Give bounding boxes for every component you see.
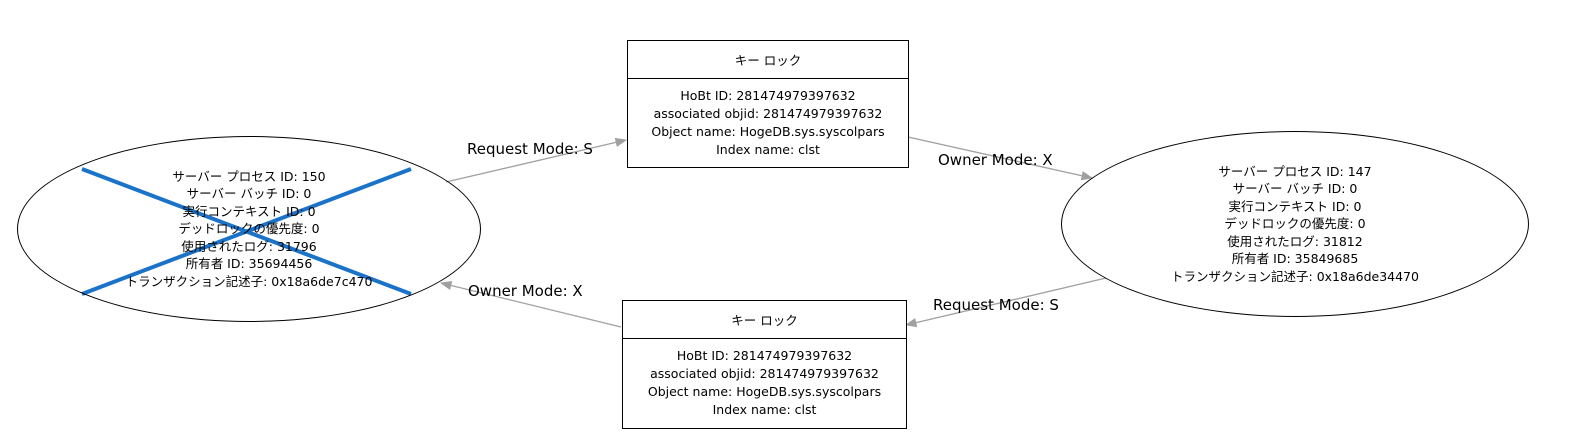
process-line: 使用されたログ: 31812	[1227, 233, 1363, 249]
process-line: 実行コンテキスト ID: 0	[1228, 198, 1362, 214]
process-line: 所有者 ID: 35849685	[1231, 251, 1359, 267]
edge-victim-to-top-lock	[445, 137, 628, 183]
key-lock-line: Object name: HogeDB.sys.syscolpars	[651, 124, 885, 139]
key-lock-line: HoBt ID: 281474979397632	[680, 88, 856, 103]
edge-label-request-mode: Request Mode: S	[467, 140, 593, 158]
key-lock-details: HoBt ID: 281474979397632 associated obji…	[623, 339, 906, 419]
process-line: トランザクション記述子: 0x18a6de7c470	[125, 273, 373, 289]
process-line: デッドロックの優先度: 0	[178, 221, 320, 237]
key-lock-line: HoBt ID: 281474979397632	[676, 348, 853, 363]
edge-label-request-mode: Request Mode: S	[933, 296, 1059, 314]
process-line: サーバー バッチ ID: 0	[186, 186, 312, 202]
key-lock-node-top[interactable]: キー ロック HoBt ID: 281474979397632 associat…	[627, 40, 909, 168]
process-line: サーバー バッチ ID: 0	[1232, 181, 1358, 197]
edge-top-lock-to-other	[907, 136, 1094, 181]
key-lock-line: Index name: clst	[716, 142, 820, 157]
process-info-victim: サーバー プロセス ID: 150 サーバー バッチ ID: 0 実行コンテキス…	[126, 168, 373, 291]
key-lock-title: キー ロック	[628, 41, 908, 79]
process-node-victim[interactable]: サーバー プロセス ID: 150 サーバー バッチ ID: 0 実行コンテキス…	[17, 136, 481, 322]
key-lock-line: associated objid: 281474979397632	[653, 106, 883, 121]
process-line: トランザクション記述子: 0x18a6de34470	[1171, 268, 1419, 284]
process-node-other[interactable]: サーバー プロセス ID: 147 サーバー バッチ ID: 0 実行コンテキス…	[1061, 131, 1529, 317]
process-line: サーバー プロセス ID: 150	[172, 168, 326, 184]
key-lock-line: associated objid: 281474979397632	[650, 366, 879, 381]
edge-label-owner-mode: Owner Mode: X	[468, 282, 583, 300]
key-lock-details: HoBt ID: 281474979397632 associated obji…	[628, 79, 908, 159]
key-lock-node-bottom[interactable]: キー ロック HoBt ID: 281474979397632 associat…	[622, 300, 907, 429]
key-lock-line: Index name: clst	[712, 402, 817, 417]
process-line: 実行コンテキスト ID: 0	[182, 203, 316, 219]
edge-bottom-lock-to-victim	[439, 280, 622, 328]
edge-other-to-bottom-lock	[904, 277, 1107, 328]
process-info-other: サーバー プロセス ID: 147 サーバー バッチ ID: 0 実行コンテキス…	[1171, 163, 1419, 286]
process-line: 所有者 ID: 35694456	[185, 256, 313, 272]
key-lock-line: Object name: HogeDB.sys.syscolpars	[647, 384, 882, 399]
process-line: サーバー プロセス ID: 147	[1218, 163, 1372, 179]
edge-label-owner-mode: Owner Mode: X	[938, 151, 1053, 169]
key-lock-title: キー ロック	[623, 301, 906, 339]
process-line: デッドロックの優先度: 0	[1224, 216, 1366, 232]
process-line: 使用されたログ: 31796	[181, 238, 317, 254]
